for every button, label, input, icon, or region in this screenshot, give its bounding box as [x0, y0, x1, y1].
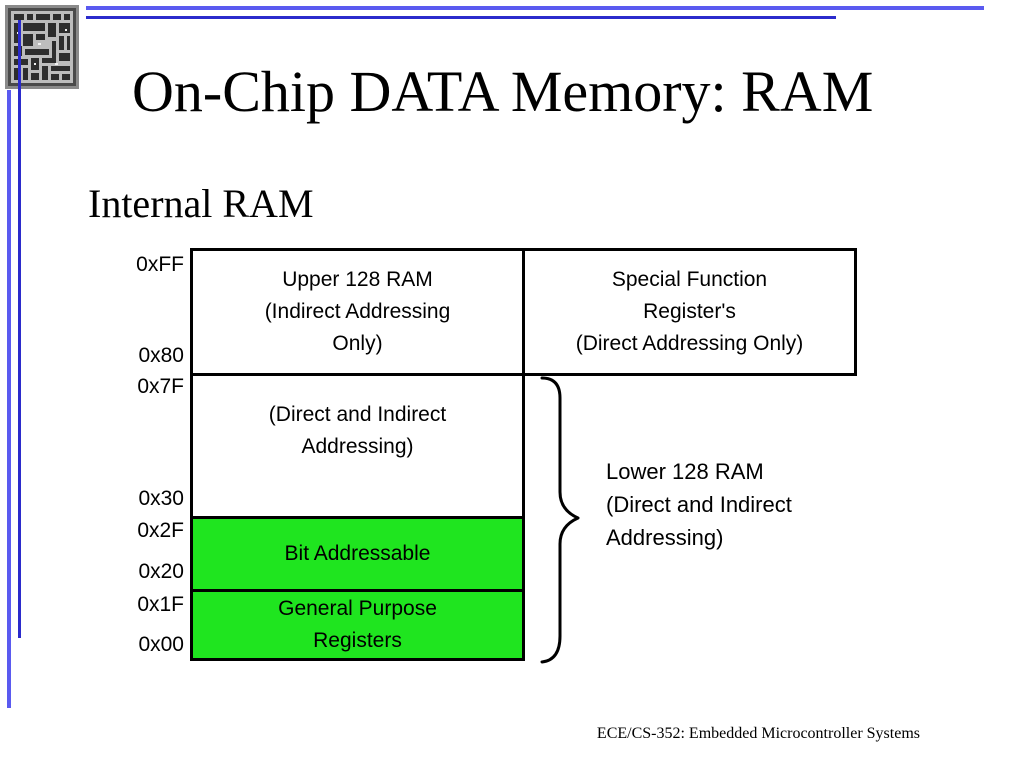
top-accent-line-secondary	[86, 16, 836, 19]
upper-128-ram-region: Upper 128 RAM (Indirect Addressing Only)	[190, 248, 525, 376]
direct-indirect-region: (Direct and Indirect Addressing)	[190, 373, 525, 519]
bit-addressable-label: Bit Addressable	[284, 542, 431, 565]
slide-footer: ECE/CS-352: Embedded Microcontroller Sys…	[596, 725, 920, 742]
slide-title: On-Chip DATA Memory: RAM	[132, 59, 874, 124]
address-label-30: 0x30	[138, 487, 184, 510]
top-accent-line	[86, 6, 984, 10]
left-accent-line	[7, 90, 11, 708]
general-purpose-registers-region: General Purpose Registers	[190, 589, 525, 661]
address-label-2f: 0x2F	[137, 519, 184, 542]
lower-128-ram-label: Lower 128 RAM (Direct and Indirect Addre…	[606, 459, 792, 550]
general-purpose-registers-label: General Purpose Registers	[278, 597, 437, 652]
lower-128-brace	[540, 376, 580, 664]
address-label-7f: 0x7F	[137, 375, 184, 398]
address-label-20: 0x20	[138, 560, 184, 583]
address-label-00: 0x00	[138, 633, 184, 656]
slide-subtitle: Internal RAM	[88, 181, 314, 226]
direct-indirect-label: (Direct and Indirect Addressing)	[268, 403, 447, 458]
address-label-ff: 0xFF	[136, 253, 184, 276]
sfr-label: Special Function Register's (Direct Addr…	[575, 268, 804, 355]
address-label-80: 0x80	[138, 344, 184, 367]
bit-addressable-region: Bit Addressable	[190, 516, 525, 592]
left-accent-line-secondary	[18, 20, 21, 638]
address-label-1f: 0x1F	[137, 593, 184, 616]
upper-128-ram-label: Upper 128 RAM (Indirect Addressing Only)	[264, 268, 451, 355]
chip-die-photo-icon	[5, 5, 79, 89]
sfr-region: Special Function Register's (Direct Addr…	[522, 248, 857, 376]
